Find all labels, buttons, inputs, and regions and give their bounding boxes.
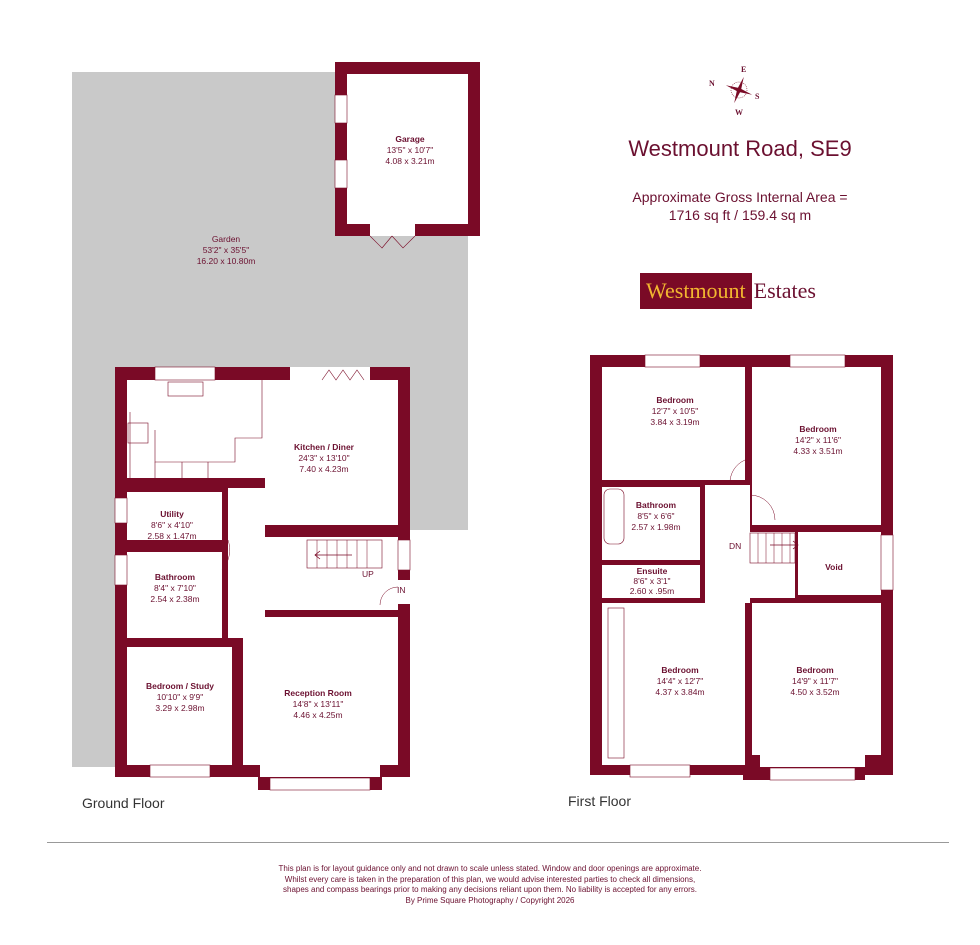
svg-text:16.20 x 10.80m: 16.20 x 10.80m bbox=[197, 256, 256, 266]
svg-text:8'6" x 4'10": 8'6" x 4'10" bbox=[151, 520, 193, 530]
stairs-down-label: DN bbox=[729, 541, 741, 551]
room-label-void: Void bbox=[825, 562, 843, 572]
disclaimer: This plan is for layout guidance only an… bbox=[200, 864, 780, 906]
compass-w: W bbox=[735, 108, 743, 117]
svg-text:Ensuite: Ensuite bbox=[637, 566, 668, 576]
svg-text:10'10" x 9'9": 10'10" x 9'9" bbox=[157, 692, 204, 702]
svg-text:24'3" x 13'10": 24'3" x 13'10" bbox=[298, 453, 349, 463]
entrance-label: IN bbox=[397, 585, 406, 595]
svg-text:Bedroom / Study: Bedroom / Study bbox=[146, 681, 214, 691]
room-label-bedroom-2: Bedroom 14'2" x 11'6" 4.33 x 3.51m bbox=[793, 424, 842, 456]
svg-text:Bedroom: Bedroom bbox=[661, 665, 699, 675]
room-label-bathroom-first: Bathroom 8'5" x 6'6" 2.57 x 1.98m bbox=[631, 500, 680, 532]
ground-floor-plan bbox=[114, 366, 468, 791]
garage bbox=[334, 62, 480, 249]
svg-text:8'5" x 6'6": 8'5" x 6'6" bbox=[637, 511, 674, 521]
ground-floor-label: Ground Floor bbox=[82, 795, 165, 811]
divider bbox=[47, 842, 949, 843]
svg-text:Kitchen / Diner: Kitchen / Diner bbox=[294, 442, 355, 452]
svg-text:Reception Room: Reception Room bbox=[284, 688, 352, 698]
logo-brand: Westmount bbox=[640, 273, 752, 309]
room-label-utility: Utility 8'6" x 4'10" 2.58 x 1.47m bbox=[147, 509, 196, 541]
svg-text:4.37 x 3.84m: 4.37 x 3.84m bbox=[655, 687, 704, 697]
room-label-bedroom-study: Bedroom / Study 10'10" x 9'9" 3.29 x 2.9… bbox=[146, 681, 214, 713]
staircase-ground bbox=[306, 539, 383, 569]
gross-internal-area: Approximate Gross Internal Area = 1716 s… bbox=[590, 188, 890, 224]
compass-n: N bbox=[709, 79, 715, 88]
compass-s: S bbox=[755, 92, 760, 101]
svg-text:8'6" x 3'1": 8'6" x 3'1" bbox=[633, 576, 670, 586]
svg-text:2.58 x 1.47m: 2.58 x 1.47m bbox=[147, 531, 196, 541]
svg-text:7.40 x 4.23m: 7.40 x 4.23m bbox=[299, 464, 348, 474]
room-label-ensuite: Ensuite 8'6" x 3'1" 2.60 x .95m bbox=[630, 566, 674, 596]
room-label-kitchen: Kitchen / Diner 24'3" x 13'10" 7.40 x 4.… bbox=[294, 442, 355, 474]
agency-logo: Westmount Estates bbox=[640, 273, 816, 309]
svg-text:13'5" x 10'7": 13'5" x 10'7" bbox=[387, 145, 434, 155]
logo-suffix: Estates bbox=[753, 278, 816, 303]
svg-text:14'9" x 11'7": 14'9" x 11'7" bbox=[792, 676, 838, 686]
svg-text:2.57 x 1.98m: 2.57 x 1.98m bbox=[631, 522, 680, 532]
room-label-bathroom-ground: Bathroom 8'4" x 7'10" 2.54 x 2.38m bbox=[150, 572, 199, 604]
svg-text:4.50 x 3.52m: 4.50 x 3.52m bbox=[790, 687, 839, 697]
svg-text:Bedroom: Bedroom bbox=[796, 665, 834, 675]
svg-text:4.46 x 4.25m: 4.46 x 4.25m bbox=[293, 710, 342, 720]
svg-text:14'8" x 13'11": 14'8" x 13'11" bbox=[293, 699, 344, 709]
room-label-bedroom-3: Bedroom 14'4" x 12'7" 4.37 x 3.84m bbox=[655, 665, 704, 697]
svg-text:Bathroom: Bathroom bbox=[636, 500, 677, 510]
staircase-first bbox=[749, 532, 799, 564]
disclaimer-line: shapes and compass bearings prior to mak… bbox=[283, 885, 697, 894]
svg-text:8'4" x 7'10": 8'4" x 7'10" bbox=[154, 583, 196, 593]
svg-text:14'2" x 11'6": 14'2" x 11'6" bbox=[795, 435, 841, 445]
area-value: 1716 sq ft / 159.4 sq m bbox=[668, 207, 812, 223]
svg-text:Bedroom: Bedroom bbox=[656, 395, 694, 405]
room-label-garden: Garden 53'2" x 35'5" 16.20 x 10.80m bbox=[197, 234, 256, 266]
svg-text:4.33 x 3.51m: 4.33 x 3.51m bbox=[793, 446, 842, 456]
first-floor-plan bbox=[590, 354, 894, 781]
svg-text:2.54 x 2.38m: 2.54 x 2.38m bbox=[150, 594, 199, 604]
svg-text:Utility: Utility bbox=[160, 509, 184, 519]
svg-text:Bedroom: Bedroom bbox=[799, 424, 837, 434]
svg-text:3.29 x 2.98m: 3.29 x 2.98m bbox=[155, 703, 204, 713]
room-label-bedroom-4: Bedroom 14'9" x 11'7" 4.50 x 3.52m bbox=[790, 665, 839, 697]
stairs-up-label: UP bbox=[362, 569, 374, 579]
disclaimer-line: This plan is for layout guidance only an… bbox=[278, 864, 702, 873]
first-floor-label: First Floor bbox=[568, 793, 631, 809]
property-title: Westmount Road, SE9 bbox=[628, 136, 852, 161]
area-caption: Approximate Gross Internal Area = bbox=[632, 189, 848, 205]
svg-text:Bathroom: Bathroom bbox=[155, 572, 196, 582]
disclaimer-line: Whilst every care is taken in the prepar… bbox=[284, 874, 696, 884]
svg-text:14'4" x 12'7": 14'4" x 12'7" bbox=[657, 676, 704, 686]
compass-e: E bbox=[741, 65, 746, 74]
room-label-bedroom-1: Bedroom 12'7" x 10'5" 3.84 x 3.19m bbox=[650, 395, 699, 427]
svg-text:53'2" x 35'5": 53'2" x 35'5" bbox=[203, 245, 250, 255]
room-label-reception: Reception Room 14'8" x 13'11" 4.46 x 4.2… bbox=[284, 688, 352, 720]
room-label-garage: Garage 13'5" x 10'7" 4.08 x 3.21m bbox=[385, 134, 434, 166]
svg-text:12'7" x 10'5": 12'7" x 10'5" bbox=[652, 406, 699, 416]
svg-text:Garage: Garage bbox=[395, 134, 425, 144]
compass-rose-icon: E N S W bbox=[709, 65, 760, 117]
svg-text:4.08 x 3.21m: 4.08 x 3.21m bbox=[385, 156, 434, 166]
svg-text:3.84 x 3.19m: 3.84 x 3.19m bbox=[650, 417, 699, 427]
copyright-line: By Prime Square Photography / Copyright … bbox=[405, 895, 575, 905]
svg-text:2.60 x .95m: 2.60 x .95m bbox=[630, 586, 674, 596]
svg-text:Garden: Garden bbox=[212, 234, 241, 244]
